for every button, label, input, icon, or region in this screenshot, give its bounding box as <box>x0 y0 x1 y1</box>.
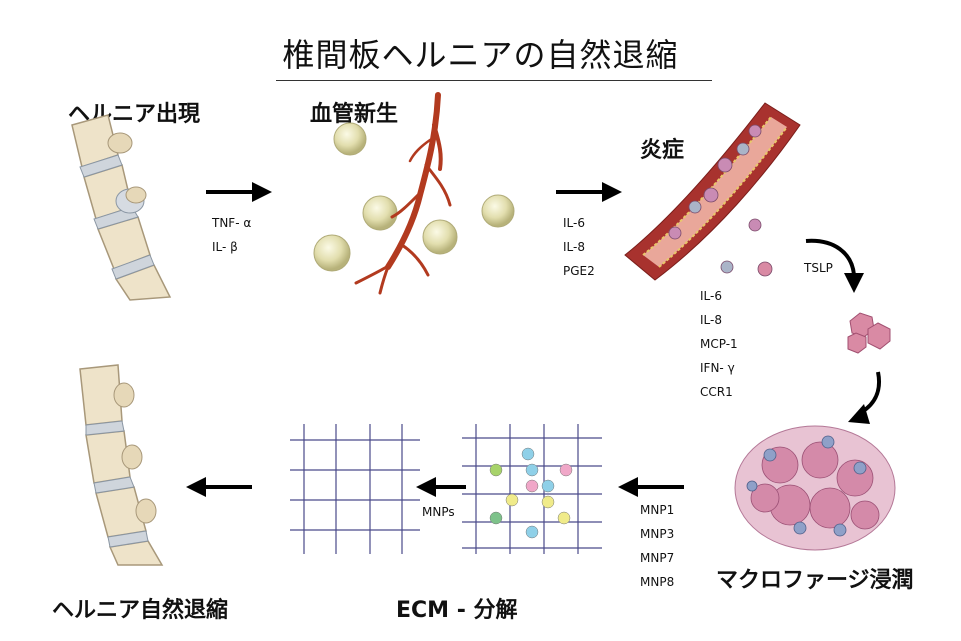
mediator-label: IL-8 <box>700 313 722 327</box>
stage-regression-label: ヘルニア自然退縮 <box>52 598 229 623</box>
stage-inflammation-label: 炎症 <box>640 138 685 163</box>
mnp-label: MNP1 <box>640 503 675 517</box>
cytokine-label: IL- β <box>212 240 238 254</box>
spine-regressed-illustration <box>79 364 164 566</box>
cell-cluster-small <box>847 312 891 354</box>
tslp-label: TSLP <box>804 261 833 275</box>
blood-vessel-illustration <box>624 102 801 281</box>
curved-arrow-down <box>848 371 881 424</box>
page-title: 椎間板ヘルニアの自然退縮 <box>282 36 679 74</box>
arrow-right-1 <box>206 182 272 202</box>
cytokine-label: TNF- α <box>212 216 252 230</box>
inflammation-mediator-list: IL-6 IL-8 MCP-1 IFN- γ CCR1 <box>700 284 738 404</box>
mediator-label: PGE2 <box>563 264 595 278</box>
arrow-left-mnp <box>618 477 684 497</box>
mnp-label: MNP8 <box>640 575 675 589</box>
ecm-grid-with-particles <box>462 424 602 554</box>
mnp-label: MNP7 <box>640 551 675 565</box>
mnp-label: MNP3 <box>640 527 675 541</box>
ecm-grid-plain <box>290 424 420 554</box>
angiogenesis-illustration <box>313 92 515 295</box>
macrophage-cluster-illustration <box>734 425 896 551</box>
arrow1-labels: TNF- α IL- β <box>212 211 251 259</box>
mediator-label: IL-8 <box>563 240 585 254</box>
mediator-label: IL-6 <box>700 289 722 303</box>
stage-macrophage-label: マクロファージ浸潤 <box>716 568 914 593</box>
stage-ecm-label: ECM - 分解 <box>396 598 518 623</box>
mediator-label: IFN- γ <box>700 361 735 375</box>
mnp-list: MNP1 MNP3 MNP7 MNP8 <box>640 498 674 594</box>
arrow2-labels: IL-6 IL-8 PGE2 <box>563 211 595 283</box>
stage-angiogenesis-label: 血管新生 <box>310 102 399 127</box>
arrow-right-2 <box>556 182 622 202</box>
spine-hernia-illustration <box>71 114 172 301</box>
arrow-left-regression <box>186 477 252 497</box>
mnps-label: MNPs <box>422 505 455 519</box>
curved-arrow-tslp <box>805 238 864 293</box>
title-underline <box>276 80 712 81</box>
arrow-left-mnps <box>416 477 466 497</box>
mediator-label: CCR1 <box>700 385 733 399</box>
mediator-label: IL-6 <box>563 216 585 230</box>
mediator-label: MCP-1 <box>700 337 738 351</box>
